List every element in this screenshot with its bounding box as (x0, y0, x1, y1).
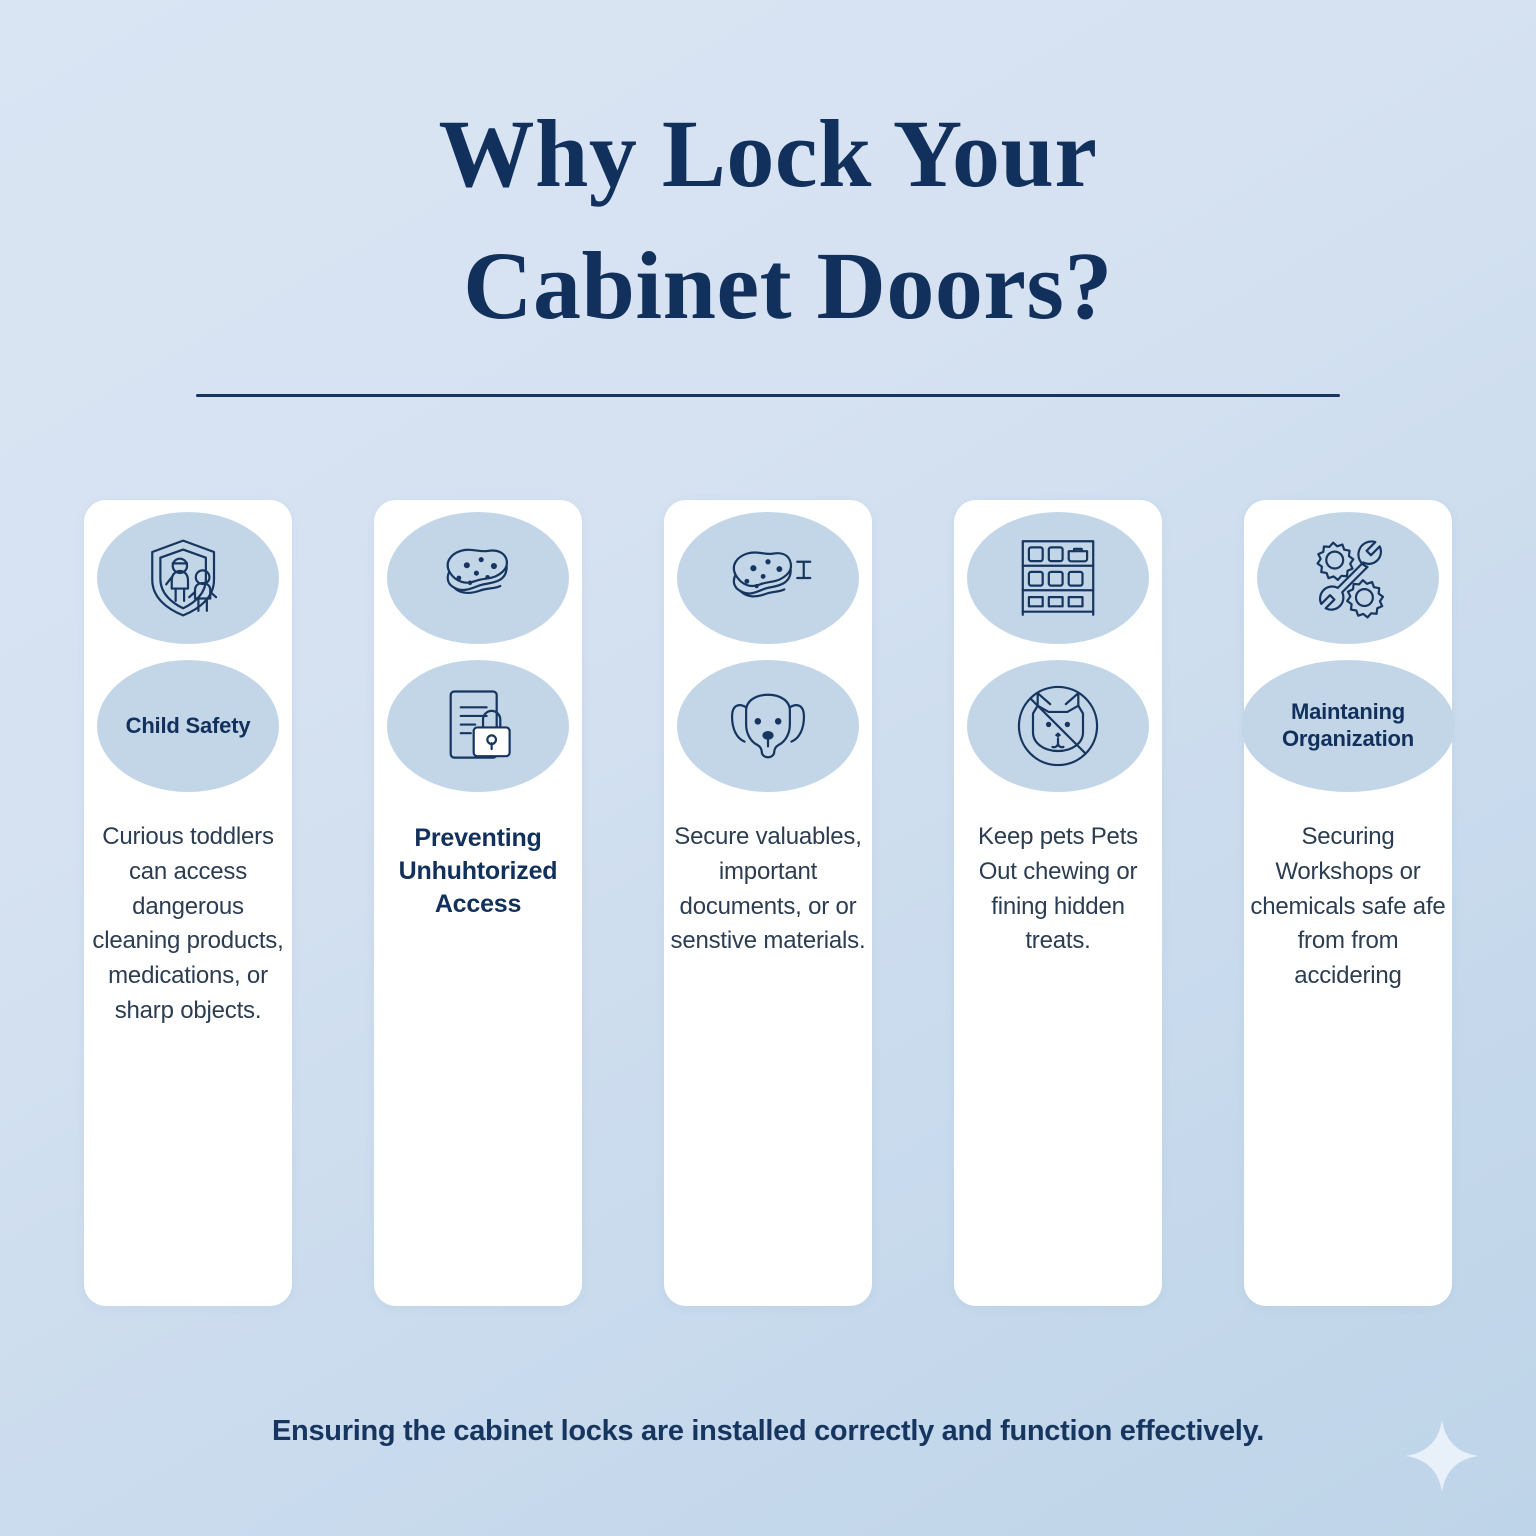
sponge-icon (427, 527, 529, 629)
card-body-text: Keep pets Pets Out chewing or fining hid… (978, 823, 1138, 955)
cards-row: Child Safety Curious toddlers can access… (84, 500, 1455, 1306)
title-divider (196, 394, 1340, 397)
footer-caption-text: Ensuring the cabinet locks are installed… (272, 1415, 1264, 1447)
sparkle-icon (1404, 1418, 1480, 1494)
icon-oval-1 (97, 512, 279, 644)
card-keep-pets-out[interactable]: Keep pets Pets Out chewing or fining hid… (954, 500, 1162, 1306)
page-title: Why Lock Your Cabinet Doors? (0, 88, 1536, 353)
icon-oval-5 (1257, 512, 1439, 644)
card-body-text: Secure valuables, important documents, o… (670, 823, 866, 955)
gears-wrench-icon (1298, 528, 1398, 628)
card-body-text: Curious toddlers can access dangerous cl… (92, 823, 284, 1024)
document-lock-icon (432, 680, 524, 772)
card-secure-valuables[interactable]: Secure valuables, important documents, o… (664, 500, 872, 1306)
no-pets-cat-icon (1008, 676, 1108, 776)
shield-family-icon (136, 526, 240, 630)
shelving-unit-icon (1009, 529, 1107, 627)
icon-oval-2 (387, 512, 569, 644)
icon-oval-2b (387, 660, 569, 792)
icon-oval-4b (967, 660, 1149, 792)
badge-oval-1: Child Safety (97, 660, 279, 792)
title-line-1: Why Lock Your (438, 100, 1098, 207)
card-body-text: Securing Workshops or chemicals safe afe… (1250, 823, 1446, 990)
card-maintaining-organization[interactable]: Maintaning Organization Securing Worksho… (1241, 500, 1455, 1306)
card-badge-label: Maintaning Organization (1281, 699, 1415, 751)
badge-oval-5: Maintaning Organization (1241, 660, 1455, 792)
sponge-scrub-icon (716, 526, 820, 630)
footer-caption: Ensuring the cabinet locks are installed… (0, 1415, 1536, 1448)
icon-oval-3 (677, 512, 859, 644)
card-preventing-access[interactable]: Preventing Unhuhtorized Access (374, 500, 582, 1306)
card-child-safety[interactable]: Child Safety Curious toddlers can access… (84, 500, 292, 1306)
card-title-text: Preventing Unhuhtorized Access (398, 824, 558, 918)
icon-oval-3b (677, 660, 859, 792)
title-line-2: Cabinet Doors? (463, 232, 1113, 340)
card-badge-label: Child Safety (125, 712, 251, 738)
icon-oval-4 (967, 512, 1149, 644)
dog-face-icon (718, 676, 818, 776)
